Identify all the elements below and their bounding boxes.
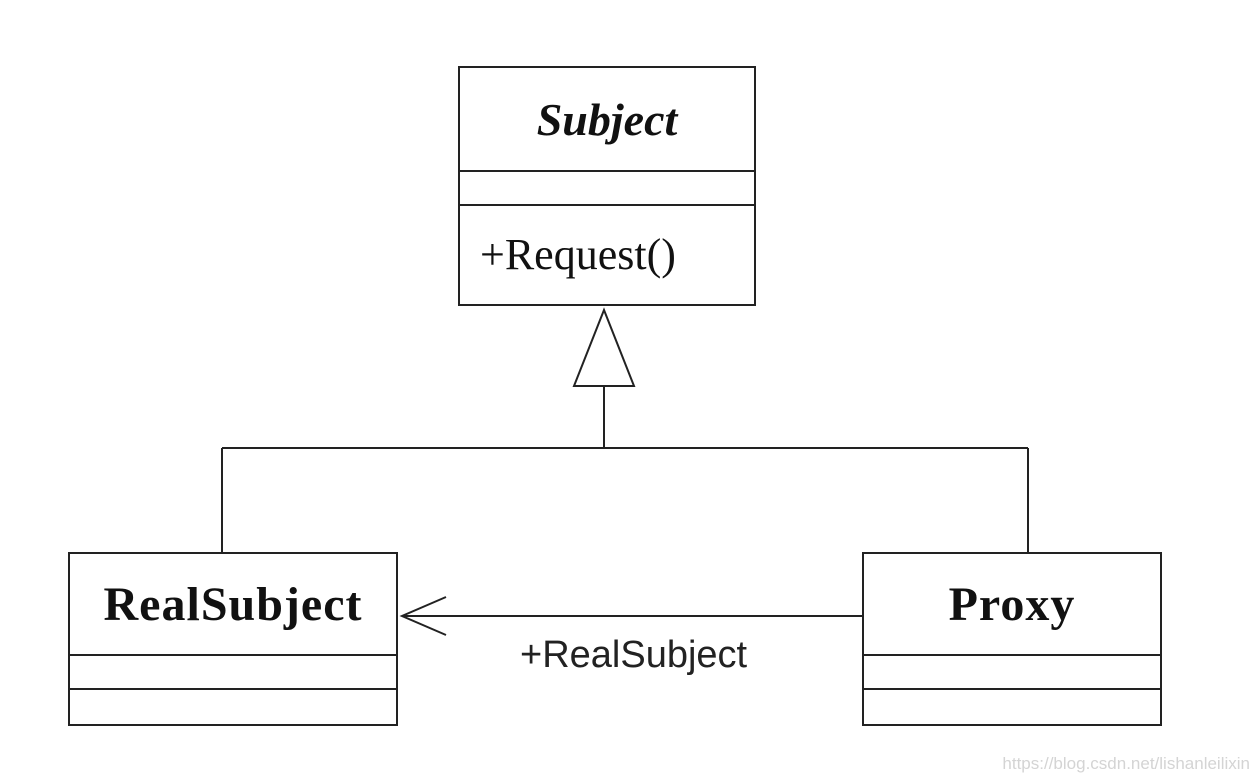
- class-realsubject-attributes: [70, 656, 396, 690]
- class-realsubject-name: RealSubject: [70, 554, 396, 656]
- class-realsubject: RealSubject: [68, 552, 398, 726]
- class-realsubject-operations: [70, 690, 396, 724]
- association-arrowhead: [399, 596, 447, 636]
- class-subject-name: Subject: [460, 68, 754, 172]
- association-label: +RealSubject: [520, 634, 748, 676]
- class-proxy: Proxy: [862, 552, 1162, 726]
- class-proxy-attributes: [864, 656, 1160, 690]
- generalization-arrowhead: [572, 307, 636, 387]
- class-subject: Subject +Request(): [458, 66, 756, 306]
- class-proxy-name: Proxy: [864, 554, 1160, 656]
- class-proxy-operations: [864, 690, 1160, 724]
- class-subject-operation: +Request(): [480, 230, 676, 279]
- class-subject-attributes: [460, 172, 754, 206]
- watermark-text: https://blog.csdn.net/lishanleilixin: [1002, 754, 1250, 773]
